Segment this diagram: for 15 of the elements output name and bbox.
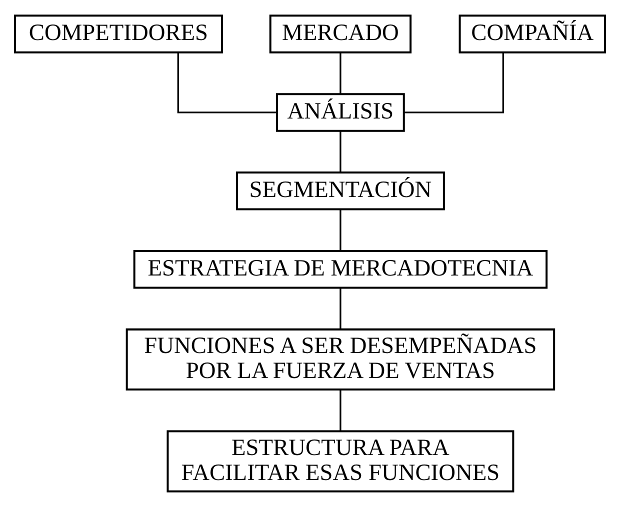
connector <box>340 288 342 328</box>
node-box: MERCADO <box>269 14 412 53</box>
connector <box>340 52 342 94</box>
node-box: SEGMENTACIÓN <box>236 171 445 210</box>
node-box: FUNCIONES A SER DESEMPEÑADAS POR LA FUERZA DE VENTAS <box>126 328 556 390</box>
node-box: ESTRUCTURA PARA FACILITAR ESAS FUNCIONES <box>166 430 514 492</box>
connector <box>340 209 342 250</box>
node-box: ESTRATEGIA DE MERCADOTECNIA <box>133 250 548 288</box>
connector <box>177 52 277 113</box>
connector <box>340 130 342 172</box>
connector <box>340 390 342 430</box>
connector <box>404 52 504 113</box>
node-box: ANÁLISIS <box>276 92 405 132</box>
node-box: COMPETIDORES <box>14 14 223 53</box>
node-box: COMPAÑÍA <box>458 14 606 53</box>
